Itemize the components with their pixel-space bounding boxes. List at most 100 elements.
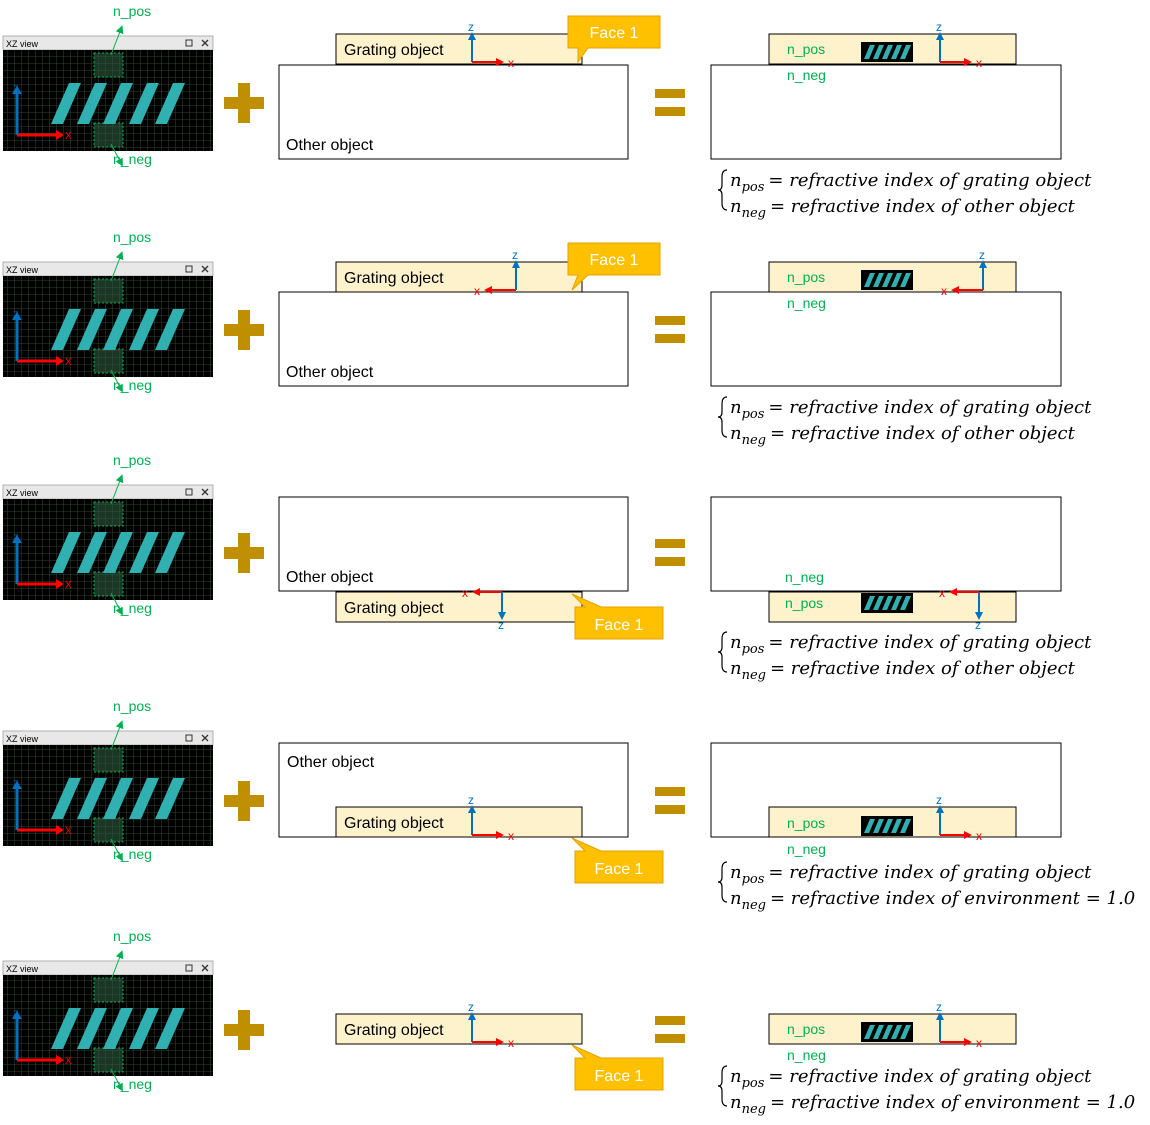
axis-x-label: X: [65, 580, 72, 591]
equation-n-neg-symbol: n: [730, 423, 742, 444]
grating-tooth: [77, 532, 107, 573]
mini-grating-tooth: [864, 1025, 875, 1039]
equation-n-pos-symbol: n: [730, 397, 742, 418]
equation-n-pos-symbol: n: [730, 170, 742, 191]
grating-tooth: [129, 83, 159, 124]
axis-z-arrowhead: [936, 805, 944, 813]
axis-z-arrowhead: [498, 612, 506, 620]
other-object-box: [278, 291, 629, 387]
axis-x-label: x: [976, 829, 982, 843]
equals-top: [655, 89, 685, 98]
axis-x-arrowhead: [496, 1038, 504, 1046]
axis-z-label: Z: [13, 1009, 19, 1019]
close-icon: [201, 734, 209, 742]
mini-grating-tooth: [891, 1025, 902, 1039]
mini-grating-tooth: [882, 596, 893, 610]
equation-n-pos: npos= refractive index of grating object: [730, 632, 1092, 657]
n-pos-label: n_pos: [787, 269, 825, 285]
axis-x-label: X: [65, 826, 72, 837]
grating-tooth: [77, 778, 107, 819]
n-pos-label: n_pos: [113, 3, 151, 19]
grating-tooth: [103, 778, 133, 819]
equation-n-neg-symbol: n: [730, 658, 742, 679]
equation-n-neg-rhs: = refractive index of other object: [770, 658, 1076, 679]
n-pos-label: n_pos: [787, 41, 825, 57]
axis-x-label: x: [976, 1036, 982, 1050]
mini-grating-tooth: [882, 819, 893, 833]
equals-bottom: [655, 557, 685, 566]
axis-x-label: x: [941, 284, 947, 298]
grating-tooth: [103, 83, 133, 124]
axis-z-arrowhead: [12, 535, 22, 543]
mini-grating-tooth: [864, 819, 875, 833]
equation-n-pos: npos= refractive index of grating object: [730, 397, 1092, 422]
n-pos-pointer: [110, 474, 124, 505]
axis-z-arrowhead: [12, 86, 22, 94]
axis-z-label: z: [498, 618, 504, 632]
grating-tooth: [155, 83, 185, 124]
n-neg-label: n_neg: [113, 846, 152, 862]
close-icon-path: [201, 488, 209, 496]
axis-x-arrowhead: [496, 831, 504, 839]
n-pos-label: n_pos: [113, 229, 151, 245]
mini-grating-tooth: [900, 819, 911, 833]
grating-object-box: [335, 806, 583, 838]
equation-n-pos-symbol: n: [730, 862, 742, 883]
equation-n-pos-subscript: pos: [742, 642, 765, 657]
n-pos-pointer: [110, 251, 124, 282]
mini-grating-tooth: [900, 45, 911, 59]
equation-n-neg-subscript: neg: [742, 1102, 766, 1117]
grating-tooth: [155, 309, 185, 350]
axis-z-arrowhead: [936, 32, 944, 40]
mini-grating-tooth: [882, 45, 893, 59]
grating-tooth: [77, 1008, 107, 1049]
axis-x-arrowhead: [964, 831, 972, 839]
axis-z-arrowhead: [975, 612, 983, 620]
equation-n-neg-subscript: neg: [742, 668, 766, 683]
equation-n-neg-rhs: = refractive index of other object: [770, 196, 1076, 217]
equation-n-neg-subscript: neg: [742, 433, 766, 448]
equation-n-pos-rhs: = refractive index of grating object: [768, 1066, 1092, 1087]
axis-z-label: z: [936, 793, 942, 807]
grating-tooth: [129, 309, 159, 350]
axis-z-label: z: [936, 20, 942, 34]
restore-window-icon-box: [185, 39, 193, 47]
axis-x-label: X: [65, 357, 72, 368]
restore-window-icon-box: [185, 734, 193, 742]
mini-grating-tooth: [873, 45, 884, 59]
grating-tooth: [155, 778, 185, 819]
face1-label: Face 1: [595, 861, 644, 878]
axis-x-label: x: [508, 1036, 514, 1050]
axis-z-label: z: [979, 248, 985, 262]
n-pos-region: [93, 747, 124, 773]
equation-n-neg-symbol: n: [730, 888, 742, 909]
equation-n-pos-subscript: pos: [742, 872, 765, 887]
grating-object-label: Grating object: [344, 600, 444, 617]
face1-callout: [571, 837, 664, 884]
face1-label: Face 1: [595, 1068, 644, 1085]
equation-n-pos-rhs: = refractive index of grating object: [768, 170, 1092, 191]
plus-vertical: [238, 310, 250, 350]
restore-window-icon: [185, 39, 193, 47]
mini-grating-tooth: [864, 596, 875, 610]
xz-view-title: XZ view: [6, 964, 39, 974]
equation-n-pos-rhs: = refractive index of grating object: [768, 862, 1092, 883]
equals-bottom: [655, 334, 685, 343]
equation-n-neg-rhs: = refractive index of environment = 1.0: [770, 1092, 1135, 1113]
axis-z-arrowhead: [979, 260, 987, 268]
n-neg-pointer: [110, 1068, 123, 1092]
equation-n-neg-subscript: neg: [742, 206, 766, 221]
n-neg-pointer: [110, 143, 123, 167]
other-object-box: [278, 496, 629, 592]
grating-tooth: [155, 1008, 185, 1049]
xz-view-title: XZ view: [6, 488, 39, 498]
grating-object-label: Grating object: [344, 270, 444, 287]
equation-n-pos: npos= refractive index of grating object: [730, 170, 1092, 195]
grating-object-label: Grating object: [344, 815, 444, 832]
axis-z-arrowhead: [468, 1012, 476, 1020]
other-object-label: Other object: [286, 364, 374, 381]
face1-callout: [567, 15, 661, 64]
grating-tooth: [51, 83, 81, 124]
